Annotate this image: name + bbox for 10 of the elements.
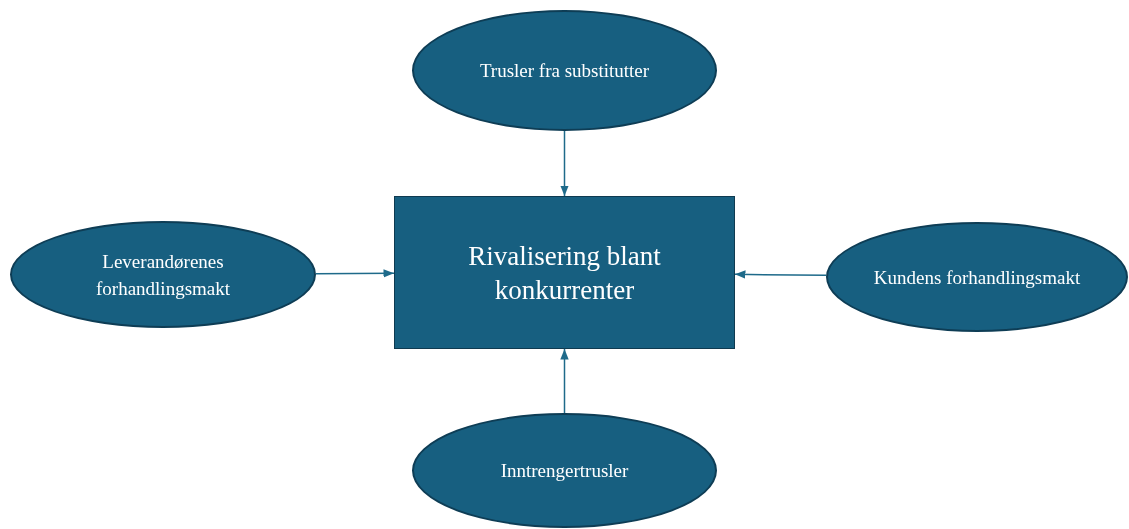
process-box bbox=[394, 196, 735, 349]
node-label: Leverandørenes forhandlingsmakt bbox=[95, 249, 231, 301]
arrow bbox=[315, 269, 395, 278]
arrow bbox=[560, 348, 569, 414]
node-label: Rivalisering blant konkurrenter bbox=[467, 239, 662, 307]
arrow bbox=[560, 130, 569, 197]
node-label: Kundens forhandlingsmakt bbox=[872, 265, 1082, 290]
arrow bbox=[734, 270, 827, 279]
node-label: Trusler fra substitutter bbox=[478, 59, 651, 83]
node-label: Inntrengertrusler bbox=[499, 459, 630, 483]
